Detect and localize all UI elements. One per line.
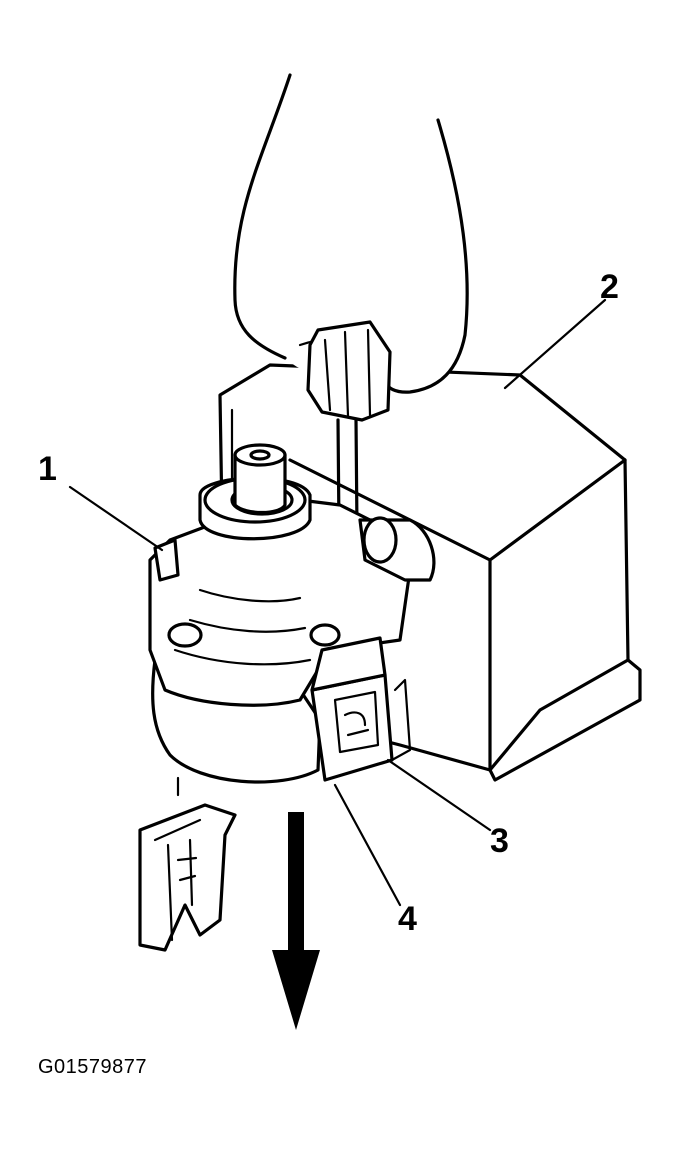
callout-2: 2 xyxy=(600,268,619,306)
pump-body xyxy=(148,443,436,784)
leader-line-1 xyxy=(68,485,164,552)
callout-4: 4 xyxy=(398,900,417,938)
leader-line-4 xyxy=(333,783,402,907)
callout-3: 3 xyxy=(490,822,509,860)
callout-1: 1 xyxy=(38,450,57,488)
figure-id-label: G01579877 xyxy=(38,1056,148,1078)
down-arrow-icon xyxy=(272,812,320,1030)
leader-line-3 xyxy=(386,758,492,832)
callout-leaders xyxy=(68,298,607,907)
electrical-connector xyxy=(310,636,412,782)
leader-line-2 xyxy=(503,298,607,390)
clip-icon xyxy=(138,776,237,952)
